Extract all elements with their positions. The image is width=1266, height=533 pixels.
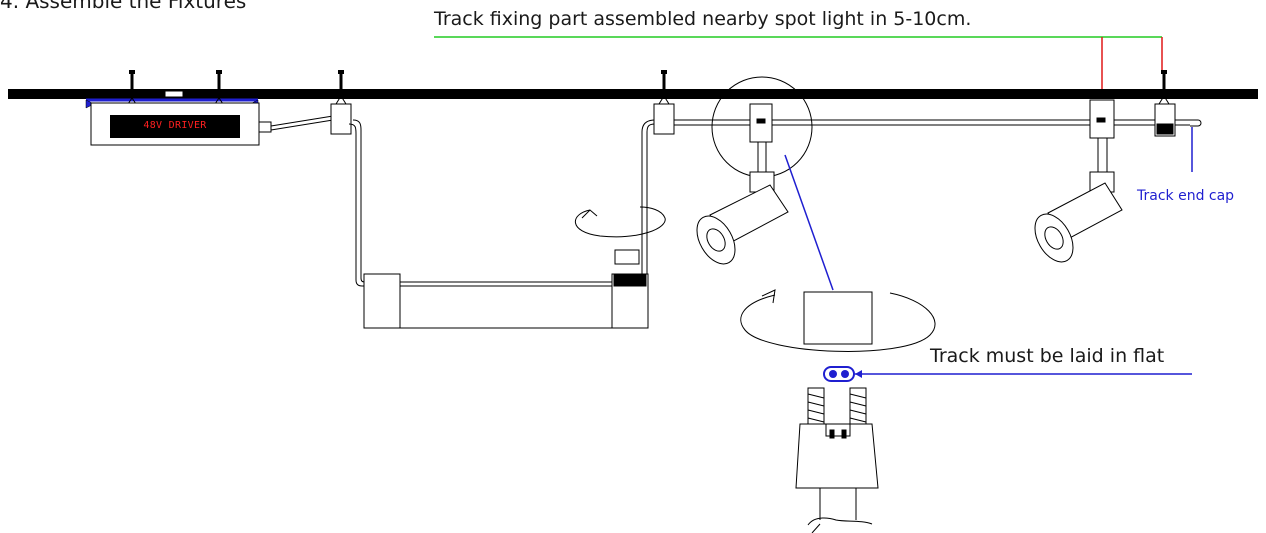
ceiling-bar <box>8 89 1258 99</box>
connector-detail-box <box>803 291 873 345</box>
end-fixing-part <box>1154 95 1176 137</box>
section-title: 4. Assemble the Fixtures <box>0 0 247 13</box>
driver-unit <box>85 90 334 146</box>
flat-track-note: Track must be laid in flat <box>930 345 1165 367</box>
rotate-arrow-large <box>740 292 936 352</box>
detail-leader <box>784 154 834 291</box>
fixing-distance-note: Track fixing part assembled nearby spot … <box>434 8 972 30</box>
dimension-ticks <box>1101 37 1163 89</box>
track-section-icon <box>823 366 855 382</box>
driver-label: 48V DRIVER <box>143 120 207 131</box>
spotlight-2 <box>1034 99 1123 263</box>
end-cap-label: Track end cap <box>1137 188 1235 204</box>
connector-plug <box>795 387 879 533</box>
rotate-arrow-small <box>574 206 666 238</box>
ceiling-screws <box>129 70 1167 89</box>
spotlight-1 <box>696 76 813 265</box>
track-loop <box>330 95 675 329</box>
